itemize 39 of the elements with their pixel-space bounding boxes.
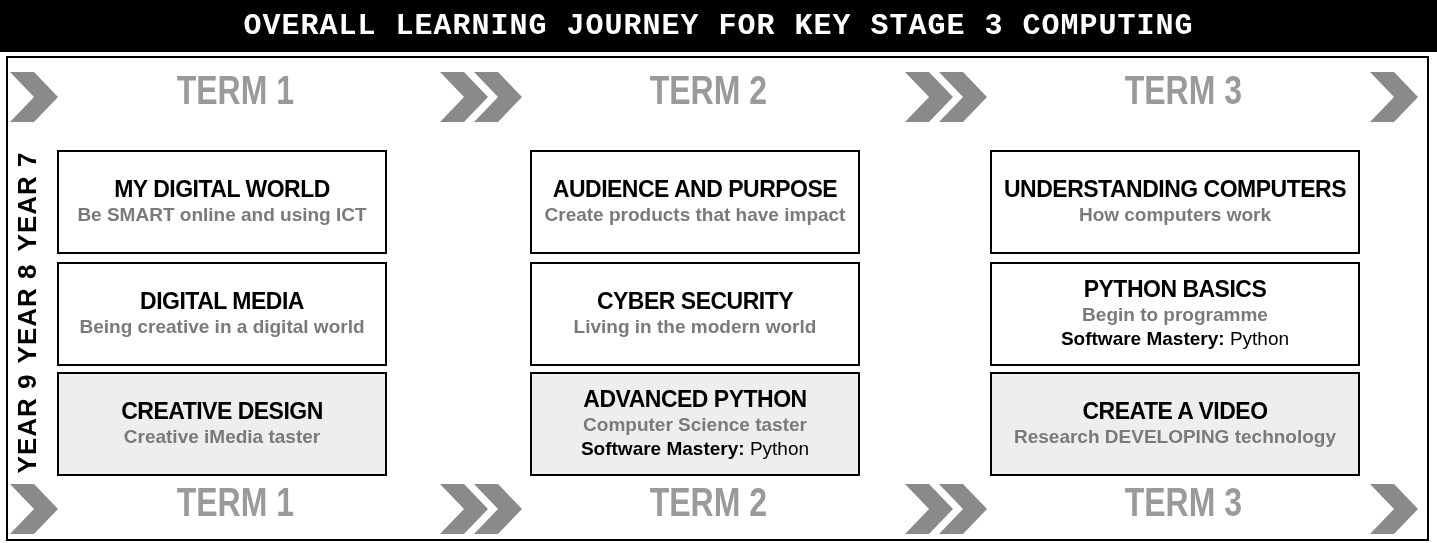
term-label: TERM 2 [649,68,767,113]
topic-heading: CREATE A VIDEO [1082,398,1268,425]
topic-box [57,372,387,476]
topic-heading: ADVANCED PYTHON [583,386,807,413]
topic-heading: DIGITAL MEDIA [140,288,304,315]
topic-heading: CYBER SECURITY [596,288,794,315]
title: OVERALL LEARNING JOURNEY FOR KEY STAGE 3 COMPUTING [0,0,1437,52]
topic-box [57,150,387,254]
software-note: Software Mastery: Python [1060,327,1290,352]
topic-description: How computers work [1078,202,1272,227]
topic-description: Living in the modern world [573,314,817,339]
term-label: TERM 3 [1124,68,1242,113]
year-label: YEAR 7 [12,151,44,252]
term-label: TERM 1 [176,480,294,525]
topic-heading: AUDIENCE AND PURPOSE [552,176,838,203]
topic-box [530,262,860,366]
term-label: TERM 3 [1124,480,1242,525]
topic-heading: MY DIGITAL WORLD [114,176,330,203]
year-label: YEAR 8 [12,263,44,364]
topic-box [990,372,1360,476]
topic-description: Creative iMedia taster [123,424,321,449]
topic-box [530,372,860,476]
topic-box [57,262,387,366]
topic-description: Computer Science taster [583,412,807,437]
topic-description: Begin to programme [1082,302,1268,327]
topic-heading: PYTHON BASICS [1083,276,1267,303]
software-note: Software Mastery: Python [580,437,810,462]
topic-heading: UNDERSTANDING COMPUTERS [1004,176,1346,203]
topic-description: Being creative in a digital world [79,314,365,339]
year-label: YEAR 9 [12,373,44,474]
topic-description: Create products that have impact [544,202,846,227]
topic-box [990,150,1360,254]
term-label: TERM 2 [649,480,767,525]
topic-box [530,150,860,254]
topic-heading: CREATIVE DESIGN [121,398,323,425]
topic-description: Be SMART online and using ICT [77,202,367,227]
term-label: TERM 1 [176,68,294,113]
topic-description: Research DEVELOPING technology [1014,424,1336,449]
topic-box [990,262,1360,366]
